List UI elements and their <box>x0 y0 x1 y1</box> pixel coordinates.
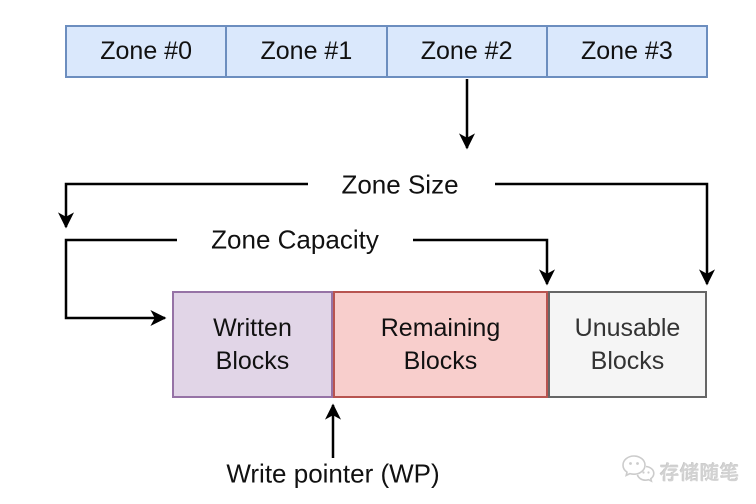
arrow-zone-capacity-right <box>413 238 556 286</box>
remaining-blocks-box: Remaining Blocks <box>333 291 548 398</box>
watermark: 存储随笔 <box>620 452 750 490</box>
write-pointer-label: Write pointer (WP) <box>226 458 440 489</box>
zone-capacity-label: Zone Capacity <box>205 224 385 256</box>
zone-row: Zone #0 Zone #1 Zone #2 Zone #3 <box>65 25 708 78</box>
arrow-zone-size-left <box>57 182 308 229</box>
zone-size-label: Zone Size <box>335 169 465 201</box>
arrow-zone-size-right <box>495 182 716 286</box>
chat-bubbles-icon <box>620 453 656 490</box>
zone-cell-3: Zone #3 <box>545 27 706 76</box>
arrow-zone-capacity-left-to-written <box>64 238 177 327</box>
zone-cell-0: Zone #0 <box>100 37 192 65</box>
watermark-text: 存储随笔 <box>660 462 741 484</box>
written-blocks-box: Written Blocks <box>172 291 333 398</box>
unusable-blocks-box: Unusable Blocks <box>548 291 707 398</box>
zone-cell-2: Zone #2 <box>385 27 546 76</box>
zone-cell-1: Zone #1 <box>225 27 385 76</box>
